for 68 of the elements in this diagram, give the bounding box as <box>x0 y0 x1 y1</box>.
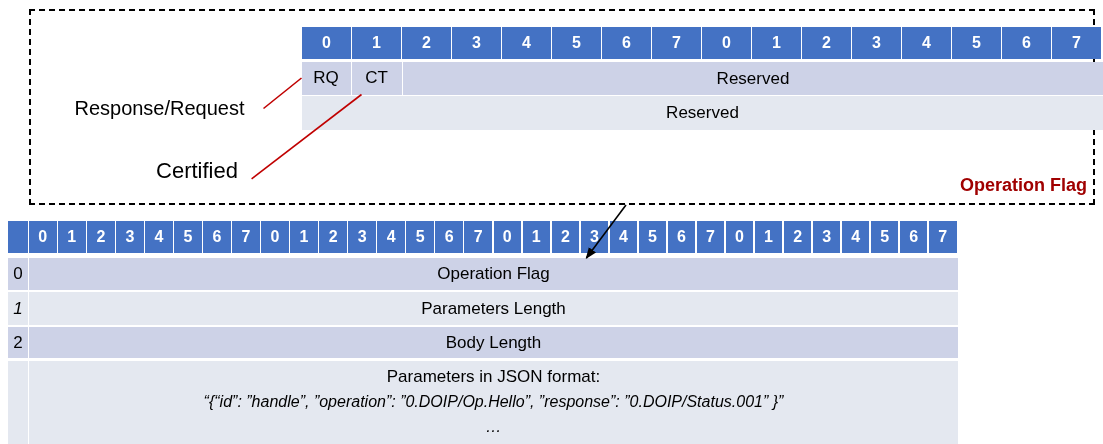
bit-number-cell: 3 <box>852 27 901 59</box>
bit-number-cell: 4 <box>145 221 173 253</box>
field-row: Parameters Length <box>29 292 958 325</box>
bit-number-cell: 1 <box>752 27 801 59</box>
bit-field-cell: CT <box>351 61 402 95</box>
bit-number-cell: 6 <box>899 221 928 253</box>
field-row <box>29 361 958 444</box>
bit-number-cell: 7 <box>232 221 260 253</box>
bit-number-cell: 1 <box>290 221 318 253</box>
bit-number-cell: 6 <box>602 27 651 59</box>
bit-number-cell: 3 <box>580 221 609 253</box>
json-example-text: “{“id”: ”handle”, ”operation”: ”0.DOIP/Op.Hello”, ”response”: ”0.DOIP/Status.001” }” <box>203 392 784 412</box>
bit-number-cell: 2 <box>402 27 451 59</box>
bit-number-cell: 1 <box>58 221 86 253</box>
bit-number-cell: 5 <box>952 27 1001 59</box>
bit-number-cell: 3 <box>348 221 376 253</box>
bit-number-cell: 5 <box>870 221 899 253</box>
field-row: Operation Flag <box>29 258 958 290</box>
bit-number-cell: 6 <box>203 221 231 253</box>
reserved-field-cell: Reserved <box>403 62 1103 95</box>
bit-field-cell: RQ <box>301 61 351 95</box>
row-number-cell: 1 <box>8 292 28 325</box>
bit-number-cell: 0 <box>302 27 351 59</box>
bit-number-cell: 0 <box>702 27 751 59</box>
bit-number-cell: 4 <box>502 27 551 59</box>
bit-number-cell: 7 <box>1052 27 1101 59</box>
ellipsis-text: … <box>485 417 502 437</box>
callout-text: Certified <box>144 156 250 185</box>
callout-text: Response/Request <box>59 95 260 122</box>
bit-number-cell: 7 <box>928 221 957 253</box>
bit-number-cell: 1 <box>754 221 783 253</box>
bit-number-cell: 0 <box>261 221 289 253</box>
bit-number-cell: 6 <box>435 221 463 253</box>
arrow <box>585 204 627 259</box>
bit-number-cell: 2 <box>551 221 580 253</box>
leader-line <box>262 77 303 110</box>
bit-number-cell: 7 <box>652 27 701 59</box>
bit-number-cell: 2 <box>783 221 812 253</box>
bit-number-cell: 3 <box>452 27 501 59</box>
bit-number-cell: 5 <box>552 27 601 59</box>
bit-number-cell: 4 <box>609 221 638 253</box>
bit-number-cell: 5 <box>406 221 434 253</box>
bit-number-cell: 5 <box>174 221 202 253</box>
bit-number-cell: 0 <box>29 221 57 253</box>
bit-number-cell: 0 <box>493 221 522 253</box>
bit-number-cell: 3 <box>116 221 144 253</box>
leader-line <box>250 93 363 180</box>
row-number-cell: 2 <box>8 327 28 358</box>
bit-number-cell: 2 <box>87 221 115 253</box>
field-row: Body Length <box>29 327 958 358</box>
bit-number-cell: 4 <box>841 221 870 253</box>
bit-number-cell: 1 <box>522 221 551 253</box>
group-title: Operation Flag <box>958 175 1089 196</box>
bit-number-cell: 5 <box>638 221 667 253</box>
bit-number-cell: 7 <box>696 221 725 253</box>
bit-number-cell: 6 <box>667 221 696 253</box>
bit-number-cell: 6 <box>1002 27 1051 59</box>
field-description: Parameters in JSON format: <box>386 366 601 388</box>
bit-number-cell: 0 <box>725 221 754 253</box>
row-number-cell: 0 <box>8 258 28 290</box>
reserved-field-cell: Reserved <box>302 96 1103 130</box>
bit-number-cell: 4 <box>902 27 951 59</box>
bit-number-cell: 2 <box>802 27 851 59</box>
bit-number-cell: 3 <box>812 221 841 253</box>
bit-number-cell: 4 <box>377 221 405 253</box>
bit-number-cell: 1 <box>352 27 401 59</box>
bit-number-cell: 2 <box>319 221 347 253</box>
bit-number-cell: 7 <box>464 221 492 253</box>
